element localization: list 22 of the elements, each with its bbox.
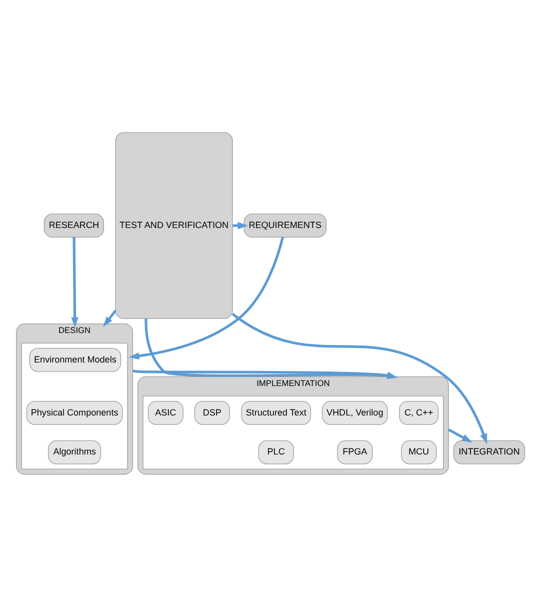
node-box: INTEGRATION xyxy=(453,440,526,464)
node-box: C, C++ xyxy=(399,400,438,425)
arrow xyxy=(71,237,78,328)
node-box: MCU xyxy=(401,440,437,464)
node-box: Physical Components xyxy=(26,400,123,425)
arrow xyxy=(102,310,117,327)
node-box: Structured Text xyxy=(241,400,311,425)
arrow xyxy=(232,312,488,444)
node-box: PLC xyxy=(258,440,294,464)
node-box: TEST AND VERIFICATION xyxy=(115,132,233,319)
node-box: REQUIREMENTS xyxy=(244,214,326,238)
node-box: VHDL, Verilog xyxy=(322,400,388,425)
arrow xyxy=(448,428,472,442)
cluster xyxy=(142,396,444,470)
node-box: FPGA xyxy=(337,440,373,464)
cluster xyxy=(21,342,128,470)
node-box: ASIC xyxy=(148,400,184,425)
arrow xyxy=(128,236,284,360)
node-box: DSP xyxy=(194,400,230,425)
node-box: Algorithms xyxy=(48,440,102,464)
node-box: Environment Models xyxy=(29,348,122,372)
node-box: RESEARCH xyxy=(44,214,104,238)
